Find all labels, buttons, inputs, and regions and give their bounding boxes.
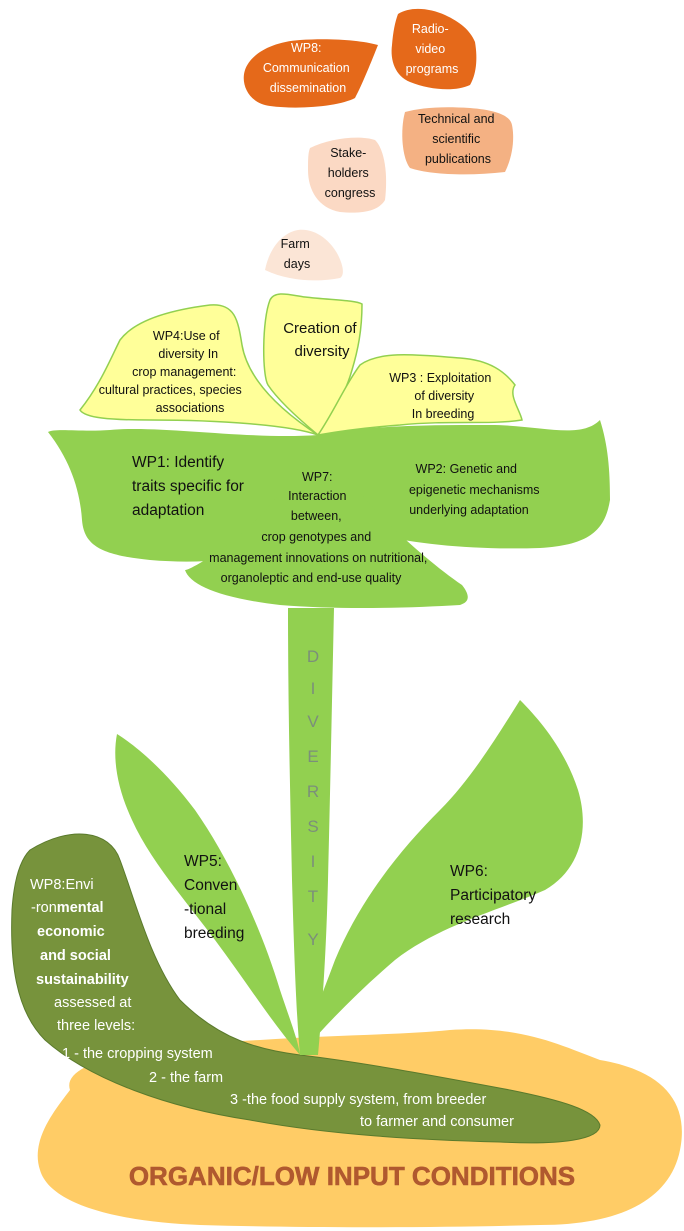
sustainability-text: WP8:Envi -ronmental economic and social …	[30, 877, 514, 1130]
wp3-text: WP3 : Exploitation of diversity In breed…	[389, 371, 495, 421]
sust-line-3: economic	[37, 924, 105, 940]
stem-letter: V	[307, 712, 319, 731]
wp6-text: WP6: Participatory research	[450, 863, 540, 928]
creation-petal	[263, 293, 363, 437]
sust-line-5: sustainability	[36, 972, 129, 988]
wp2-leaf	[318, 420, 610, 549]
wp8-comm-petal	[243, 39, 378, 108]
wp5-leaf	[115, 734, 301, 1055]
wp7-text: WP7: Interaction between, crop genotypes…	[209, 470, 431, 585]
congress-text: Stake- holders congress	[325, 146, 376, 200]
stem-letter: E	[307, 747, 318, 766]
radio-petal	[391, 8, 477, 90]
sustainability-blob	[11, 833, 601, 1144]
stem-letter: Y	[307, 930, 318, 949]
congress-petal	[308, 137, 387, 213]
stem-letter: D	[307, 647, 319, 666]
farm-days-petal	[265, 229, 343, 281]
publications-text: Technical and scientific publications	[418, 112, 498, 166]
sust-line-4: and social	[40, 948, 111, 964]
sust-level-3: 3 -the food supply system, from breeder	[230, 1092, 486, 1108]
stem-letter: I	[311, 679, 316, 698]
wp8-comm-text: WP8: Communication dissemination	[263, 41, 353, 95]
sust-level-2: 2 - the farm	[149, 1070, 223, 1086]
stem-letter: T	[308, 887, 318, 906]
stem-letters: D I V E R S I T Y	[307, 647, 319, 949]
organic-conditions-title: ORGANIC/LOW INPUT CONDITIONS	[129, 1161, 575, 1191]
sust-line-2: -ronmental	[31, 900, 104, 916]
wp1-text: WP1: Identify traits specific for adapta…	[132, 454, 248, 519]
sust-line-7: three levels:	[57, 1018, 135, 1034]
stem-letter: R	[307, 782, 319, 801]
farm-days-text: Farm days	[281, 237, 314, 271]
stem-letter: S	[307, 817, 318, 836]
sust-line-1: WP8:Envi	[30, 877, 94, 893]
wp4-text: WP4:Use of diversity In crop management:…	[99, 329, 246, 415]
stem-letter: I	[311, 852, 316, 871]
wp7-leaf	[185, 435, 468, 609]
sust-level-3b: to farmer and consumer	[360, 1114, 514, 1130]
sust-line-6: assessed at	[54, 995, 131, 1011]
stem	[288, 608, 334, 1055]
wp2-text: WP2: Genetic and epigenetic mechanisms u…	[409, 462, 543, 517]
wp6-leaf	[300, 700, 583, 1055]
wp4-petal	[79, 304, 319, 436]
publications-petal	[402, 107, 514, 175]
radio-text: Radio- video programs	[406, 22, 459, 76]
creation-text: Creation of diversity	[283, 320, 361, 360]
sust-level-1: 1 - the cropping system	[62, 1046, 213, 1062]
wp3-petal	[316, 353, 523, 437]
wp5-text: WP5: Conven -tional breeding	[184, 853, 244, 942]
